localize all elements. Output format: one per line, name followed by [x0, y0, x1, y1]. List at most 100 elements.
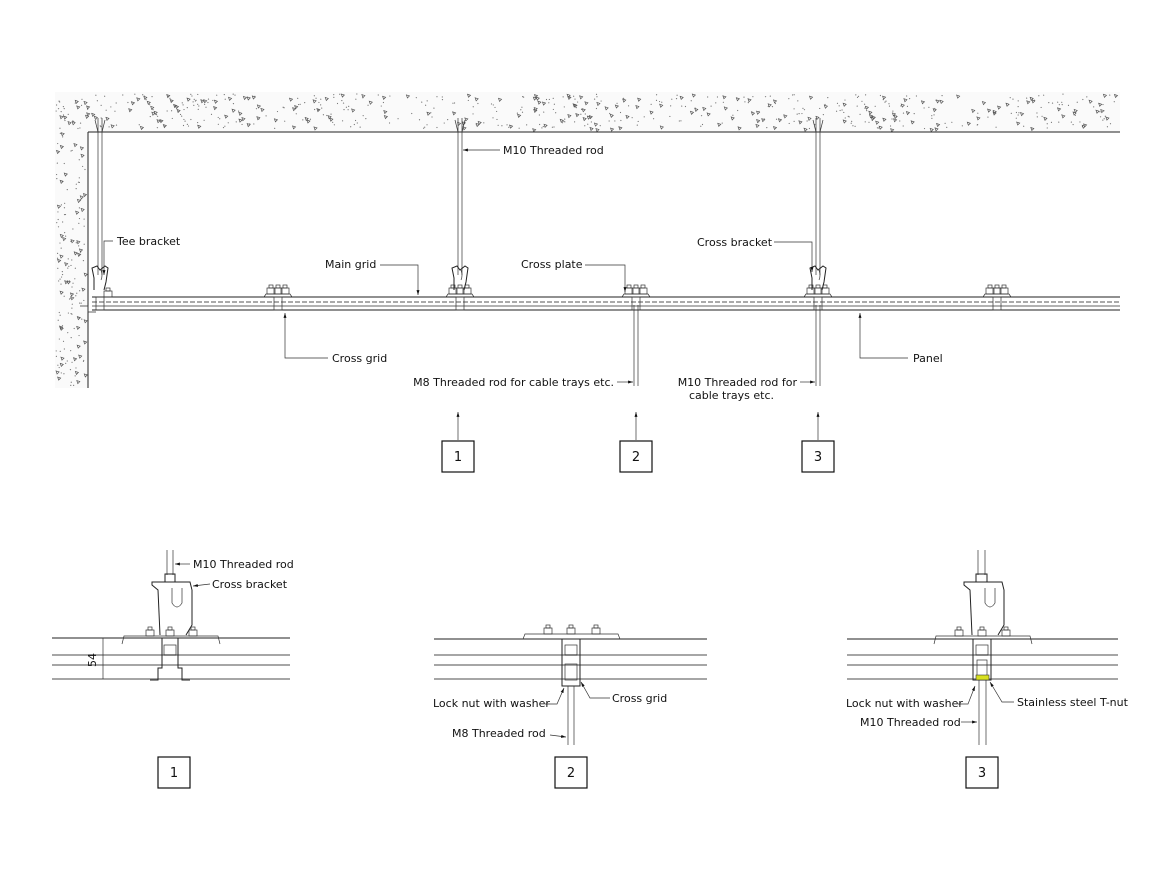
concrete-speckle: [79, 302, 81, 304]
concrete-speckle: [522, 96, 525, 98]
concrete-speckle: [294, 105, 299, 110]
callout-1[interactable]: 1: [441, 412, 475, 473]
concrete-speckle: [981, 101, 987, 106]
concrete-speckle: [93, 115, 98, 121]
concrete-speckle: [1102, 93, 1108, 98]
concrete-speckle: [194, 100, 196, 102]
concrete-speckle: [95, 94, 97, 96]
concrete-speckle: [689, 110, 695, 115]
concrete-speckle: [567, 95, 572, 100]
concrete-speckle: [584, 113, 586, 115]
concrete-speckle: [543, 111, 545, 113]
concrete-speckle: [64, 202, 66, 204]
concrete-speckle: [903, 98, 908, 103]
concrete-speckle: [74, 102, 76, 104]
concrete-speckle: [1050, 121, 1053, 123]
concrete-speckle: [339, 93, 341, 95]
concrete-speckle: [67, 258, 69, 260]
concrete-speckle: [452, 111, 457, 116]
concrete-speckle: [579, 95, 584, 100]
concrete-speckle: [186, 123, 188, 126]
concrete-speckle: [332, 121, 334, 123]
concrete-speckle: [707, 96, 709, 98]
concrete-speckle: [333, 96, 335, 98]
concrete-speckle: [861, 100, 863, 102]
concrete-speckle: [522, 96, 524, 98]
detail-3-number[interactable]: 3: [965, 756, 999, 789]
concrete-speckle: [864, 121, 866, 123]
concrete-speckle: [710, 105, 712, 107]
concrete-speckle: [186, 107, 188, 109]
concrete-speckle: [548, 98, 550, 101]
concrete-speckle: [1029, 96, 1034, 102]
concrete-speckle: [67, 312, 69, 314]
concrete-speckle: [976, 116, 981, 121]
concrete-speckle: [57, 108, 60, 110]
concrete-speckle: [537, 100, 542, 105]
concrete-speckle: [857, 95, 860, 97]
concrete-speckle: [735, 97, 741, 102]
concrete-speckle: [104, 95, 106, 97]
concrete-speckle: [1103, 118, 1105, 120]
concrete-speckle: [246, 96, 251, 101]
concrete-speckle: [153, 110, 158, 115]
concrete-speckle: [284, 120, 286, 122]
concrete-speckle: [76, 292, 78, 294]
concrete-speckle: [882, 117, 887, 122]
callout-2[interactable]: 2: [619, 412, 653, 473]
concrete-speckle: [62, 237, 67, 242]
concrete-speckle: [330, 113, 332, 115]
concrete-speckle: [650, 103, 652, 105]
concrete-speckle: [198, 105, 200, 107]
concrete-speckle: [772, 99, 778, 104]
concrete-speckle: [100, 117, 102, 119]
concrete-speckle: [207, 101, 209, 104]
concrete-speckle: [59, 132, 61, 135]
concrete-speckle: [356, 122, 358, 124]
concrete-speckle: [517, 113, 522, 118]
concrete-speckle: [1017, 105, 1019, 108]
concrete-speckle: [60, 276, 63, 278]
concrete-speckle: [891, 112, 897, 117]
concrete-speckle: [73, 327, 75, 330]
concrete-speckle: [166, 94, 171, 99]
callout-3[interactable]: 3: [801, 412, 835, 473]
concrete-speckle: [433, 107, 435, 109]
detail-number: 3: [978, 766, 986, 781]
concrete-speckle: [842, 102, 847, 107]
concrete-speckle: [397, 118, 399, 120]
concrete-speckle: [60, 372, 62, 374]
concrete-speckle: [105, 109, 107, 111]
concrete-speckle: [304, 102, 306, 104]
concrete-speckle: [76, 198, 82, 204]
concrete-speckle: [166, 110, 168, 112]
concrete-speckle: [415, 97, 417, 99]
concrete-speckle: [1070, 121, 1072, 123]
concrete-speckle: [222, 126, 225, 129]
callout-number: 2: [632, 450, 640, 465]
concrete-speckle: [86, 112, 91, 117]
detail-2-number[interactable]: 2: [554, 756, 588, 789]
concrete-speckle: [635, 105, 640, 110]
concrete-speckle: [595, 107, 598, 110]
concrete-speckle: [467, 99, 469, 102]
concrete-speckle: [341, 99, 343, 102]
concrete-speckle: [793, 108, 795, 110]
concrete-speckle: [227, 122, 229, 124]
concrete-speckle: [70, 297, 72, 299]
concrete-speckle: [203, 99, 208, 104]
detail-1-number[interactable]: 1: [157, 756, 191, 789]
concrete-speckle: [526, 124, 528, 126]
concrete-speckle: [1061, 104, 1063, 106]
concrete-speckle: [57, 226, 60, 228]
concrete-speckle: [620, 119, 622, 122]
concrete-speckle: [425, 104, 427, 106]
concrete-speckle: [83, 319, 88, 324]
concrete-speckle: [75, 295, 77, 297]
concrete-speckle: [545, 98, 548, 101]
concrete-speckle: [823, 104, 829, 109]
concrete-speckle: [913, 113, 915, 115]
concrete-speckle: [181, 115, 183, 117]
concrete-speckle: [1046, 127, 1048, 129]
concrete-speckle: [273, 118, 279, 123]
